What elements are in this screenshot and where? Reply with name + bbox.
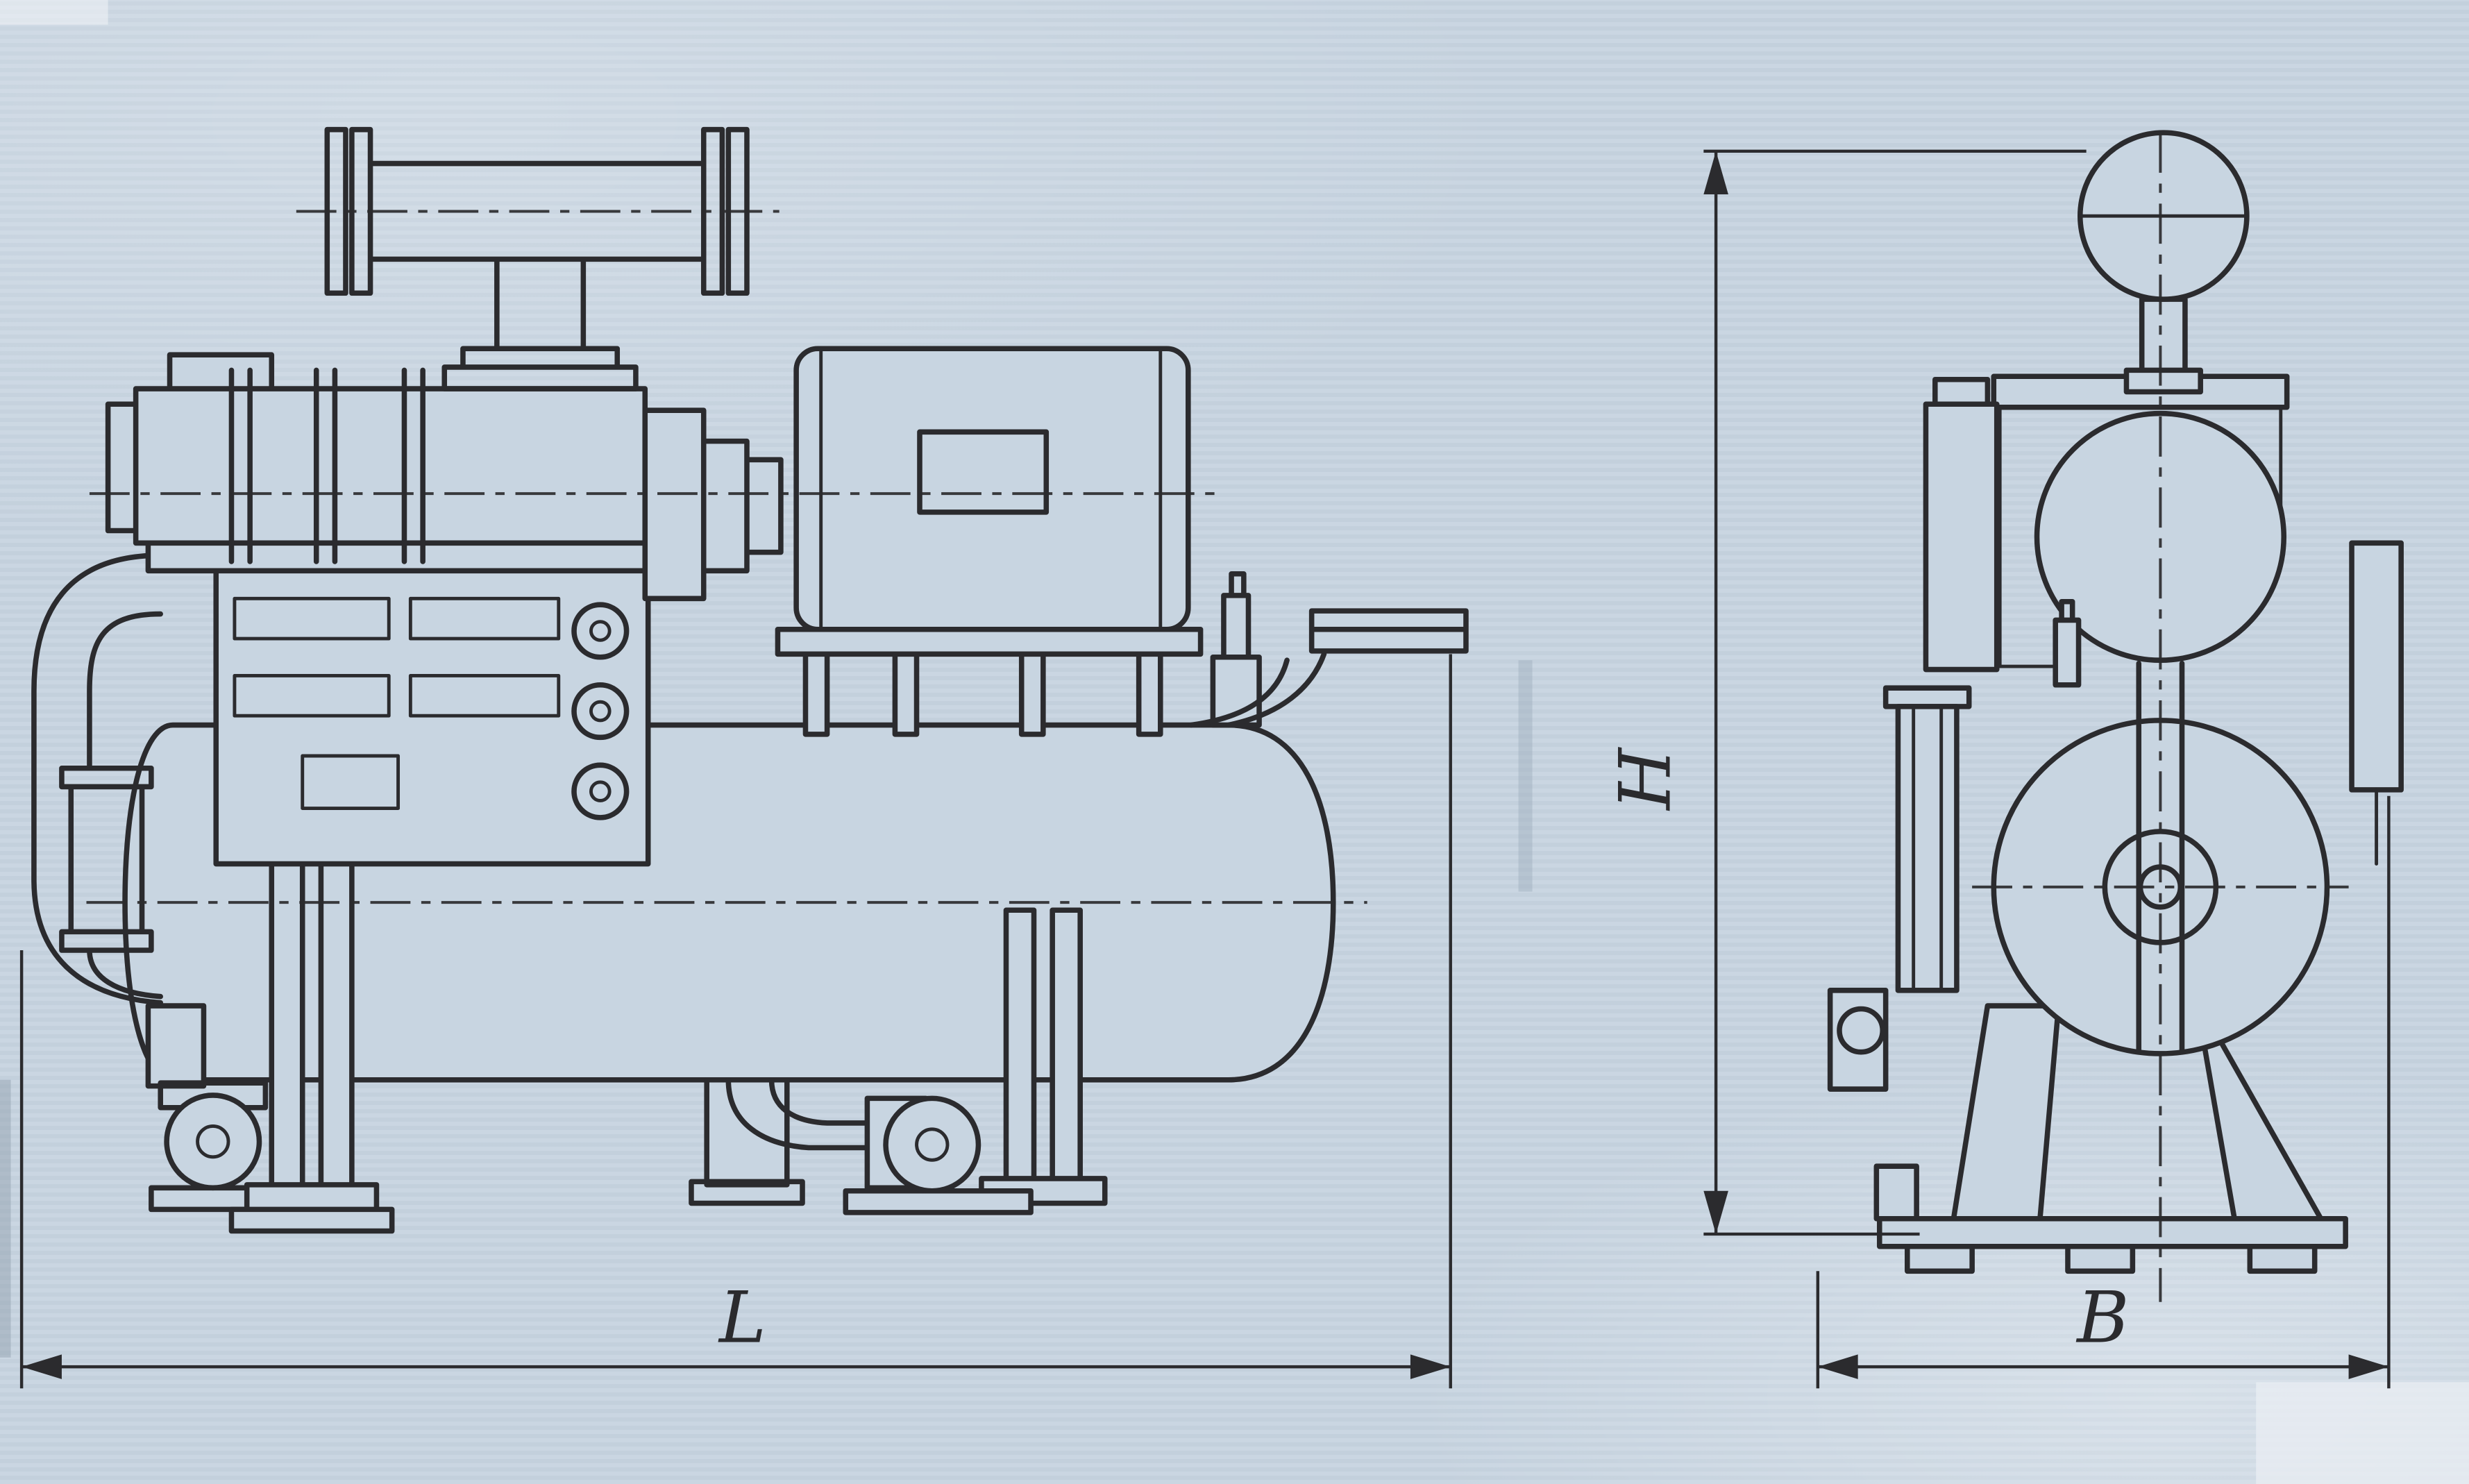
scan-crease: [1518, 660, 1533, 892]
housing-valve: [2053, 598, 2082, 688]
pump-motor: [883, 1095, 981, 1194]
scan-highlight-top-left: [0, 0, 108, 25]
side-view: [31, 126, 1469, 1234]
compressor-flange-ribs: [228, 367, 425, 564]
dimension-width: B: [1816, 795, 2391, 1389]
panel-gauges: [571, 602, 630, 820]
panel-slots: [233, 596, 561, 811]
cylinder-ribs: [1912, 705, 1944, 993]
side-cylinder: [1827, 685, 1972, 1092]
left-piping: [31, 553, 163, 1006]
arrow-right-icon: [1410, 1354, 1451, 1379]
frame-plate: [1876, 1215, 2348, 1249]
right-panel: [2349, 540, 2404, 866]
length-extension-lines: [19, 654, 1452, 1389]
width-extension-lines: [1816, 795, 2391, 1389]
length-label: L: [718, 1277, 766, 1360]
cylinder-body: [1895, 704, 1960, 993]
arrow-left-icon: [1817, 1354, 1858, 1379]
frame-feet: [1905, 1243, 2318, 1274]
drive-coupling: [642, 407, 784, 602]
outlet-elbow: [1188, 651, 1327, 728]
pressure-gauge: [2077, 130, 2250, 395]
outlet-flange-plates: [1308, 608, 1469, 654]
arrow-up-icon: [1703, 151, 1728, 195]
height-label: H: [1604, 747, 1687, 811]
electric-motor: [775, 346, 1204, 737]
arrow-right-icon: [2348, 1354, 2389, 1379]
dimension-height: H: [1604, 149, 2087, 1236]
gauge: [571, 602, 630, 660]
right-support-leg: [979, 907, 1108, 1206]
housing-edges: [1998, 405, 2283, 668]
base-frame: [1873, 1003, 2348, 1274]
width-label: B: [2075, 1277, 2129, 1360]
arrow-down-icon: [1703, 1190, 1728, 1234]
right-panel-body: [2349, 540, 2404, 793]
motor-terminal-box: [917, 429, 1050, 515]
cylinder-handle: [1837, 1006, 1885, 1055]
left-support-legs: [228, 854, 395, 1234]
end-view: [1827, 130, 2404, 1302]
gauge-stem: [2123, 296, 2203, 395]
blower-housing: [1923, 373, 2290, 688]
pump-motor-hub: [915, 1127, 950, 1162]
control-panel: [213, 565, 651, 867]
gauge-needle: [589, 620, 612, 642]
motor-base: [775, 626, 1204, 657]
bottom-center-pump: [689, 1077, 1034, 1215]
pump-hub: [196, 1124, 230, 1159]
top-pipe-assembly: [324, 126, 750, 391]
motor-legs: [802, 651, 1163, 737]
center-support-block: [689, 1077, 805, 1206]
safety-valve: [1210, 571, 1262, 728]
scan-highlight-bottom-right: [2256, 1382, 2469, 1484]
side-view-centerlines: [86, 210, 1367, 904]
outlet-flange: [1188, 608, 1469, 728]
drain-pipe: [725, 1077, 870, 1151]
gauge-needle: [589, 780, 612, 802]
pump-body: [164, 1093, 262, 1191]
scan-edge-shadow: [0, 1079, 11, 1358]
cylinder-flange: [1882, 685, 1972, 709]
gauge: [571, 762, 630, 820]
height-extension-lines: [1703, 149, 2087, 1236]
arrow-left-icon: [22, 1354, 62, 1379]
motor-end-rings: [819, 346, 1163, 632]
end-view-centerlines: [1972, 133, 2349, 1302]
dimension-length: L: [19, 654, 1452, 1389]
housing-left-unit: [1923, 376, 2000, 673]
gauge-needle: [589, 700, 612, 723]
frame-side-block: [1873, 1163, 1919, 1222]
gauge: [571, 682, 630, 741]
